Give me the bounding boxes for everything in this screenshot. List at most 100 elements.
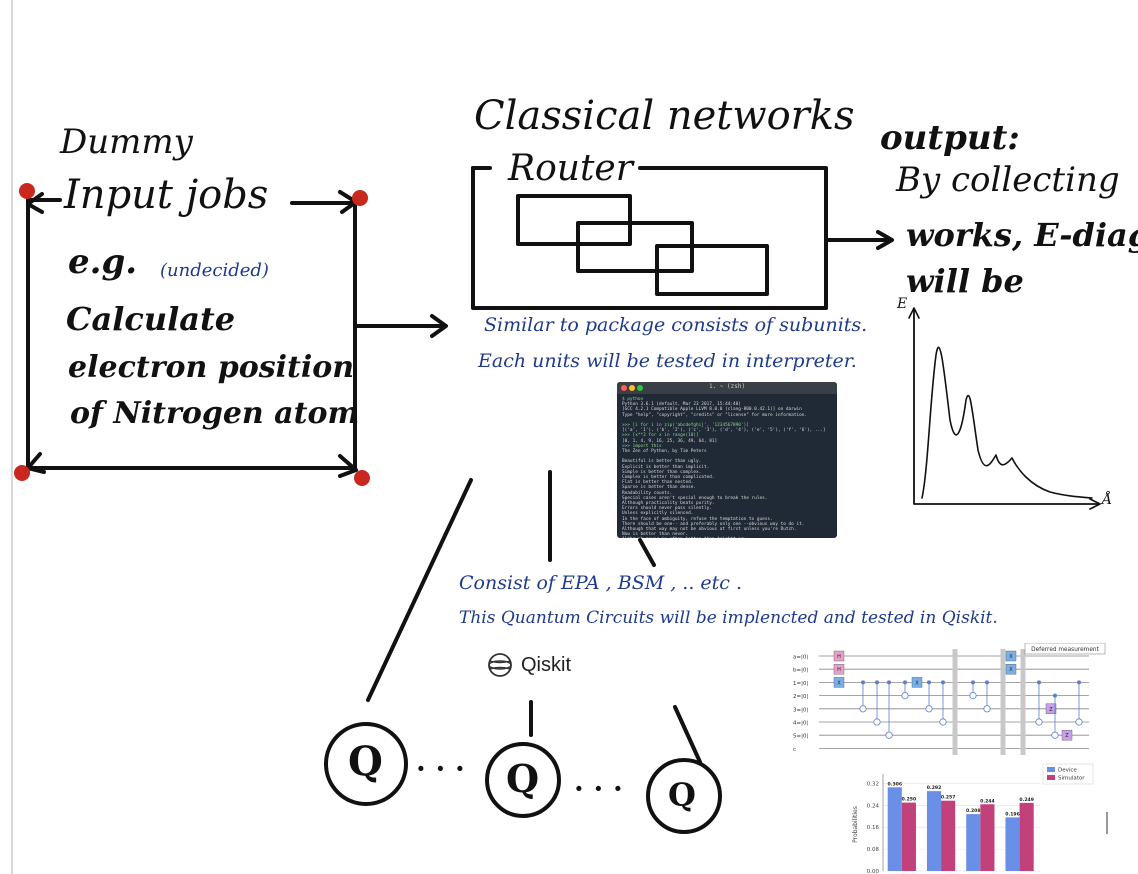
circuit-control-dot — [1053, 693, 1057, 698]
chart-data-label: 0.208 — [966, 808, 981, 814]
chart-data-label: 0.249 — [1019, 797, 1034, 803]
terminal-title: 1. ~ (zsh) — [708, 383, 746, 390]
quantum-note-line2: This Quantum Circuits will be implencted… — [459, 608, 998, 628]
circuit-gate-label: X — [1009, 654, 1013, 660]
circuit-control-dot — [887, 680, 891, 685]
ellipsis-right: · · · — [574, 772, 623, 805]
input-task-line2: electron position — [68, 350, 355, 385]
q-node-1-label: Q — [348, 738, 383, 785]
terminal-line: The Zen of Python, by Tim Peters — [622, 449, 707, 455]
terminal-line: Simple is better than complex. — [622, 469, 702, 475]
circuit-gate-label: X — [837, 680, 841, 686]
chart-bar-simulator — [901, 802, 916, 871]
terminal-line: $ python — [622, 397, 644, 402]
terminal-line: Python 3.6.1 (default, Mar 23 2017, 15:4… — [622, 402, 741, 408]
chart-bar-simulator — [941, 800, 956, 871]
chart-data-label: 0.196 — [1005, 811, 1020, 817]
chart-bar-device — [926, 791, 942, 871]
output-line3: works, E-diagram — [906, 216, 1138, 254]
circuit-gate — [1005, 650, 1017, 662]
circuit-target — [1075, 718, 1083, 726]
circuit-target — [983, 705, 991, 713]
circuit-gate — [1005, 664, 1017, 675]
circuit-wire-label: 1=|0⟩ — [793, 680, 809, 687]
chart-bar-device — [1005, 817, 1020, 871]
circuit-target — [901, 691, 909, 700]
terminal-line: [0, 1, 4, 9, 16, 25, 36, 49, 64, 81] — [622, 438, 718, 444]
chart-data-label: 0.292 — [927, 785, 942, 791]
terminal-line: In the face of ambiguity, refuse the tem… — [622, 516, 773, 522]
circuit-barrier — [952, 649, 958, 755]
circuit-gate — [833, 650, 845, 662]
circuit-gate — [833, 677, 845, 688]
circuit-target — [885, 731, 893, 739]
chart-bar-device — [966, 814, 981, 871]
circuit-control-dot — [861, 680, 865, 685]
input-task-line3: of Nitrogen atom — [70, 396, 360, 431]
input-undecided-note: (undecided) — [160, 260, 269, 281]
e-diagram-x-arrow — [1089, 498, 1101, 510]
deferred-measurement-text: Deferred measurement — [1031, 647, 1099, 653]
circuit-gate — [911, 677, 923, 688]
circuit-gate-label: X — [1009, 667, 1013, 673]
chart-y-tick-label: 0.24 — [867, 803, 880, 809]
ellipsis-left: · · · — [416, 752, 465, 785]
e-diagram-curve — [921, 346, 1093, 499]
link-to-q3 — [673, 705, 702, 764]
router-label: Router — [508, 148, 633, 189]
chart-y-axis-label: Probabilities — [852, 806, 859, 843]
q-node-3-label: Q — [668, 776, 696, 814]
circuit-control-dot — [927, 680, 931, 685]
quantum-note-line1: Consist of EPA , BSM , .. etc . — [459, 572, 742, 594]
terminal-line: Type "help", "copyright", "credits" or "… — [622, 412, 808, 418]
terminal-line: >>> [x**2 for x in range(10)] — [622, 433, 699, 439]
arrowhead-bottom-right — [338, 454, 358, 478]
chart-data-label: 0.250 — [902, 797, 917, 803]
input-eg-label: e.g. — [68, 242, 138, 282]
terminal-line: >>> import this — [622, 443, 662, 449]
minimize-dot-icon — [629, 385, 635, 391]
qiskit-atom-icon — [488, 653, 512, 677]
chart-bar-simulator — [980, 804, 995, 871]
output-line4: will be — [906, 262, 1024, 300]
terminal-line: Readability counts. — [622, 490, 673, 496]
q-node-2-label: Q — [506, 756, 540, 801]
input-title-dummy: Dummy — [60, 122, 193, 162]
circuit-control-dot — [971, 680, 975, 685]
deferred-measurement-callout — [1024, 643, 1106, 655]
circuit-control-dot — [941, 680, 945, 685]
output-label: output: — [880, 118, 1020, 158]
arrowhead-network-to-output — [876, 230, 894, 250]
quantum-node-1 — [324, 722, 408, 806]
circuit-target — [925, 705, 933, 713]
terminal-line: Complex is better than complicated. — [622, 475, 715, 481]
scroll-indicator — [1106, 812, 1108, 834]
close-dot-icon — [621, 385, 627, 391]
corner-dot-top-left — [19, 183, 35, 199]
circuit-wire-label: 2=|0⟩ — [793, 693, 809, 700]
network-note-line2: Each units will be tested in interpreter… — [478, 350, 857, 372]
terminal-line: Explicit is better than implicit. — [622, 464, 710, 470]
terminal-line: Although practicality beats purity. — [622, 501, 715, 507]
circuit-control-dot — [903, 680, 907, 685]
network-note-line1: Similar to package consists of subunits. — [484, 314, 868, 336]
circuit-wire-label: b=|0⟩ — [793, 667, 809, 674]
terminal-line: There should be one-- and preferably onl… — [622, 521, 805, 527]
circuit-control-dot — [985, 680, 989, 685]
terminal-line: Sparse is better than dense. — [622, 485, 697, 491]
terminal-line: [GCC 4.2.1 Compatible Apple LLVM 8.0.0 (… — [622, 407, 802, 413]
input-title-jobs: Input jobs — [64, 172, 269, 218]
subunit-rect-1 — [516, 194, 632, 246]
circuit-target — [859, 705, 867, 713]
circuit-target — [969, 691, 977, 700]
link-terminal-to-note — [638, 538, 656, 567]
circuit-wire-label: a=|0⟩ — [793, 654, 808, 661]
circuit-wire-label: c — [793, 747, 796, 753]
e-diagram-x-label: Å — [1102, 492, 1113, 508]
circuit-gate — [1061, 729, 1073, 741]
terminal-line: [('a', '1'), ('b', '2'), ('c', '3'), ('d… — [622, 428, 826, 434]
corner-dot-bottom-right — [354, 470, 370, 486]
